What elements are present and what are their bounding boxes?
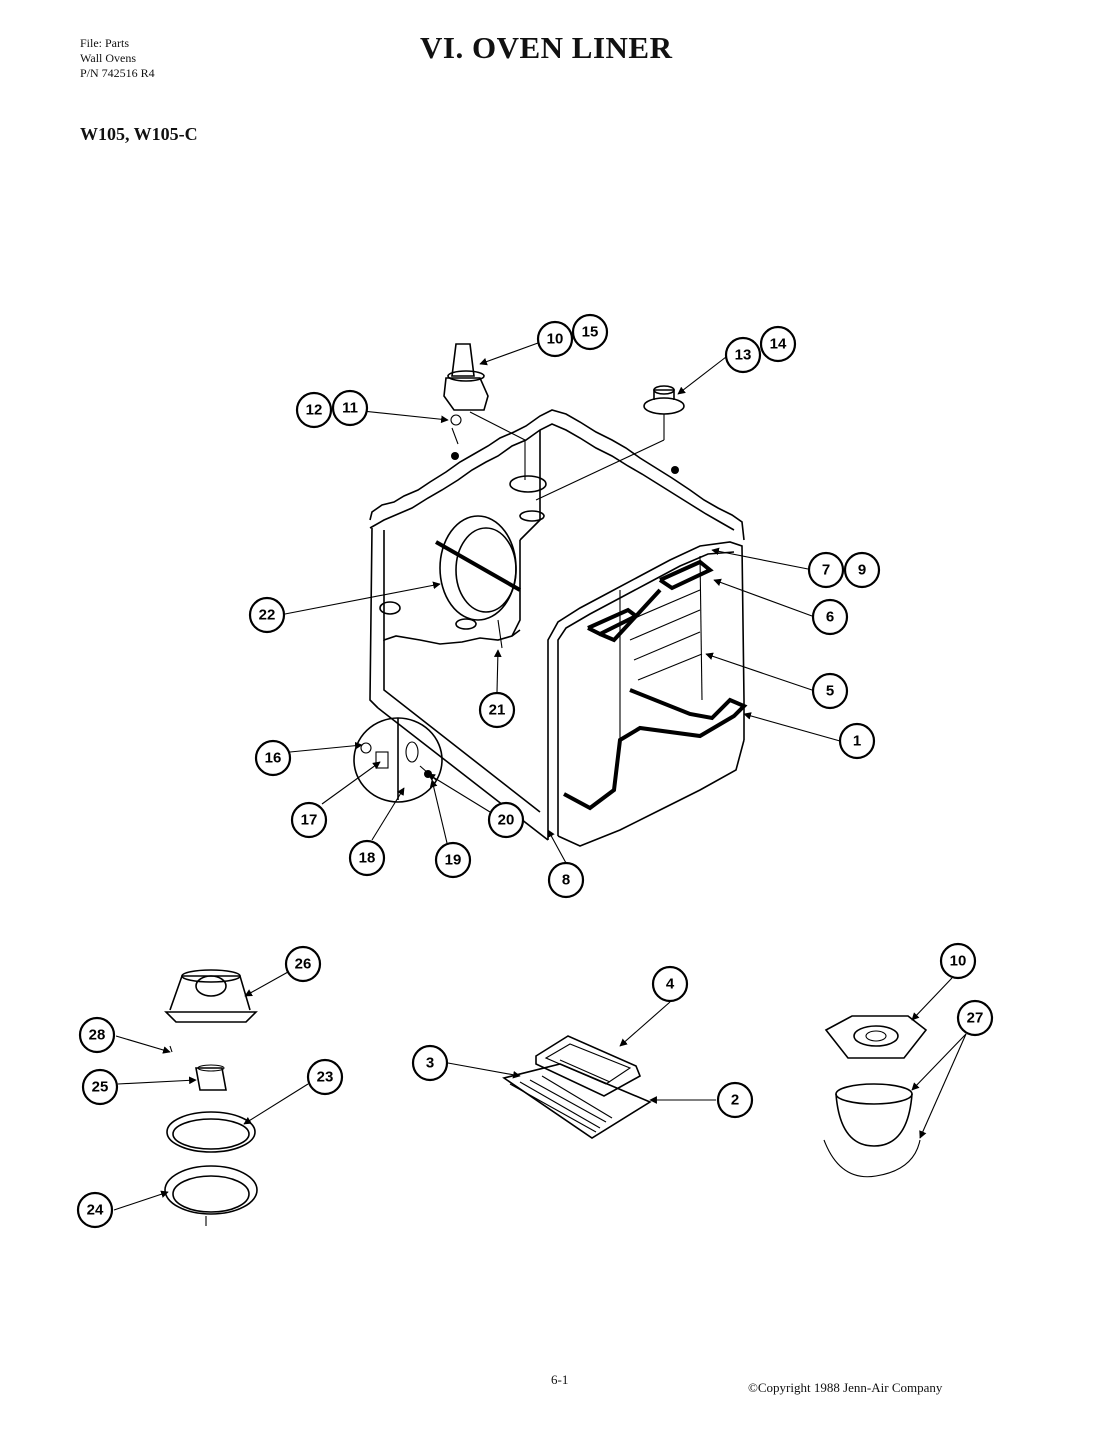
svg-text:1: 1 bbox=[853, 733, 861, 750]
svg-text:28: 28 bbox=[89, 1027, 106, 1044]
callout-14: 14 bbox=[759, 325, 797, 363]
callout-22: 22 bbox=[248, 596, 286, 634]
svg-text:14: 14 bbox=[770, 336, 787, 353]
svg-text:26: 26 bbox=[295, 956, 312, 973]
callout-1: 1 bbox=[838, 722, 876, 760]
svg-text:4: 4 bbox=[666, 976, 675, 993]
callout-21: 21 bbox=[478, 691, 516, 729]
svg-text:2: 2 bbox=[731, 1092, 739, 1109]
svg-text:8: 8 bbox=[562, 872, 570, 889]
svg-text:12: 12 bbox=[306, 402, 323, 419]
callout-23: 23 bbox=[306, 1058, 344, 1096]
callout-16: 16 bbox=[254, 739, 292, 777]
svg-text:13: 13 bbox=[735, 347, 752, 364]
svg-text:10: 10 bbox=[547, 331, 564, 348]
svg-text:24: 24 bbox=[87, 1202, 104, 1219]
callout-2: 2 bbox=[716, 1081, 754, 1119]
callout-12: 12 bbox=[295, 391, 333, 429]
model-numbers: W105, W105-C bbox=[80, 124, 198, 144]
svg-text:3: 3 bbox=[426, 1055, 434, 1072]
callout-19: 19 bbox=[434, 841, 472, 879]
callout-8: 8 bbox=[547, 861, 585, 899]
callout-15: 15 bbox=[571, 313, 609, 351]
svg-text:19: 19 bbox=[445, 852, 462, 869]
svg-text:25: 25 bbox=[92, 1079, 109, 1096]
callout-27: 27 bbox=[956, 999, 994, 1037]
svg-text:10: 10 bbox=[950, 953, 967, 970]
oven-light-assembly-drawing bbox=[164, 969, 258, 1226]
light-fixture-drawing bbox=[823, 1015, 928, 1178]
callout-28: 28 bbox=[78, 1016, 116, 1054]
callout-3: 3 bbox=[411, 1044, 449, 1082]
svg-text:23: 23 bbox=[317, 1069, 334, 1086]
svg-text:21: 21 bbox=[489, 702, 506, 719]
callout-17: 17 bbox=[290, 801, 328, 839]
callout-24: 24 bbox=[76, 1191, 114, 1229]
callout-11: 11 bbox=[331, 389, 369, 427]
file-info: File: Parts Wall Ovens P/N 742516 R4 bbox=[80, 36, 155, 81]
svg-text:17: 17 bbox=[301, 812, 318, 829]
callout-10-bottom: 10 bbox=[939, 942, 977, 980]
callout-13: 13 bbox=[724, 336, 762, 374]
copyright-notice: ©Copyright 1988 Jenn-Air Company bbox=[748, 1380, 943, 1395]
callout-20: 20 bbox=[487, 801, 525, 839]
callout-25: 25 bbox=[81, 1068, 119, 1106]
callout-18: 18 bbox=[348, 839, 386, 877]
file-line-3: P/N 742516 R4 bbox=[80, 66, 155, 80]
oven-liner-drawing bbox=[353, 343, 748, 847]
svg-text:15: 15 bbox=[582, 324, 599, 341]
callout-5: 5 bbox=[811, 672, 849, 710]
file-line-1: File: Parts bbox=[80, 36, 130, 50]
callout-4: 4 bbox=[651, 965, 689, 1003]
svg-text:27: 27 bbox=[967, 1010, 984, 1027]
svg-text:16: 16 bbox=[265, 750, 282, 767]
svg-text:7: 7 bbox=[822, 562, 830, 579]
page-title: VI. OVEN LINER bbox=[420, 30, 673, 65]
callout-6: 6 bbox=[811, 598, 849, 636]
svg-text:9: 9 bbox=[858, 562, 866, 579]
broil-pan-drawing bbox=[502, 1035, 652, 1139]
svg-text:22: 22 bbox=[259, 607, 276, 624]
callout-7: 7 bbox=[807, 551, 845, 589]
callout-9: 9 bbox=[843, 551, 881, 589]
svg-text:18: 18 bbox=[359, 850, 376, 867]
callout-10-top: 10 bbox=[536, 320, 574, 358]
svg-text:20: 20 bbox=[498, 812, 515, 829]
svg-text:6: 6 bbox=[826, 609, 834, 626]
file-line-2: Wall Ovens bbox=[80, 51, 137, 65]
callout-26: 26 bbox=[284, 945, 322, 983]
svg-text:11: 11 bbox=[342, 400, 358, 417]
page-number: 6-1 bbox=[551, 1372, 569, 1387]
svg-text:5: 5 bbox=[826, 683, 834, 700]
